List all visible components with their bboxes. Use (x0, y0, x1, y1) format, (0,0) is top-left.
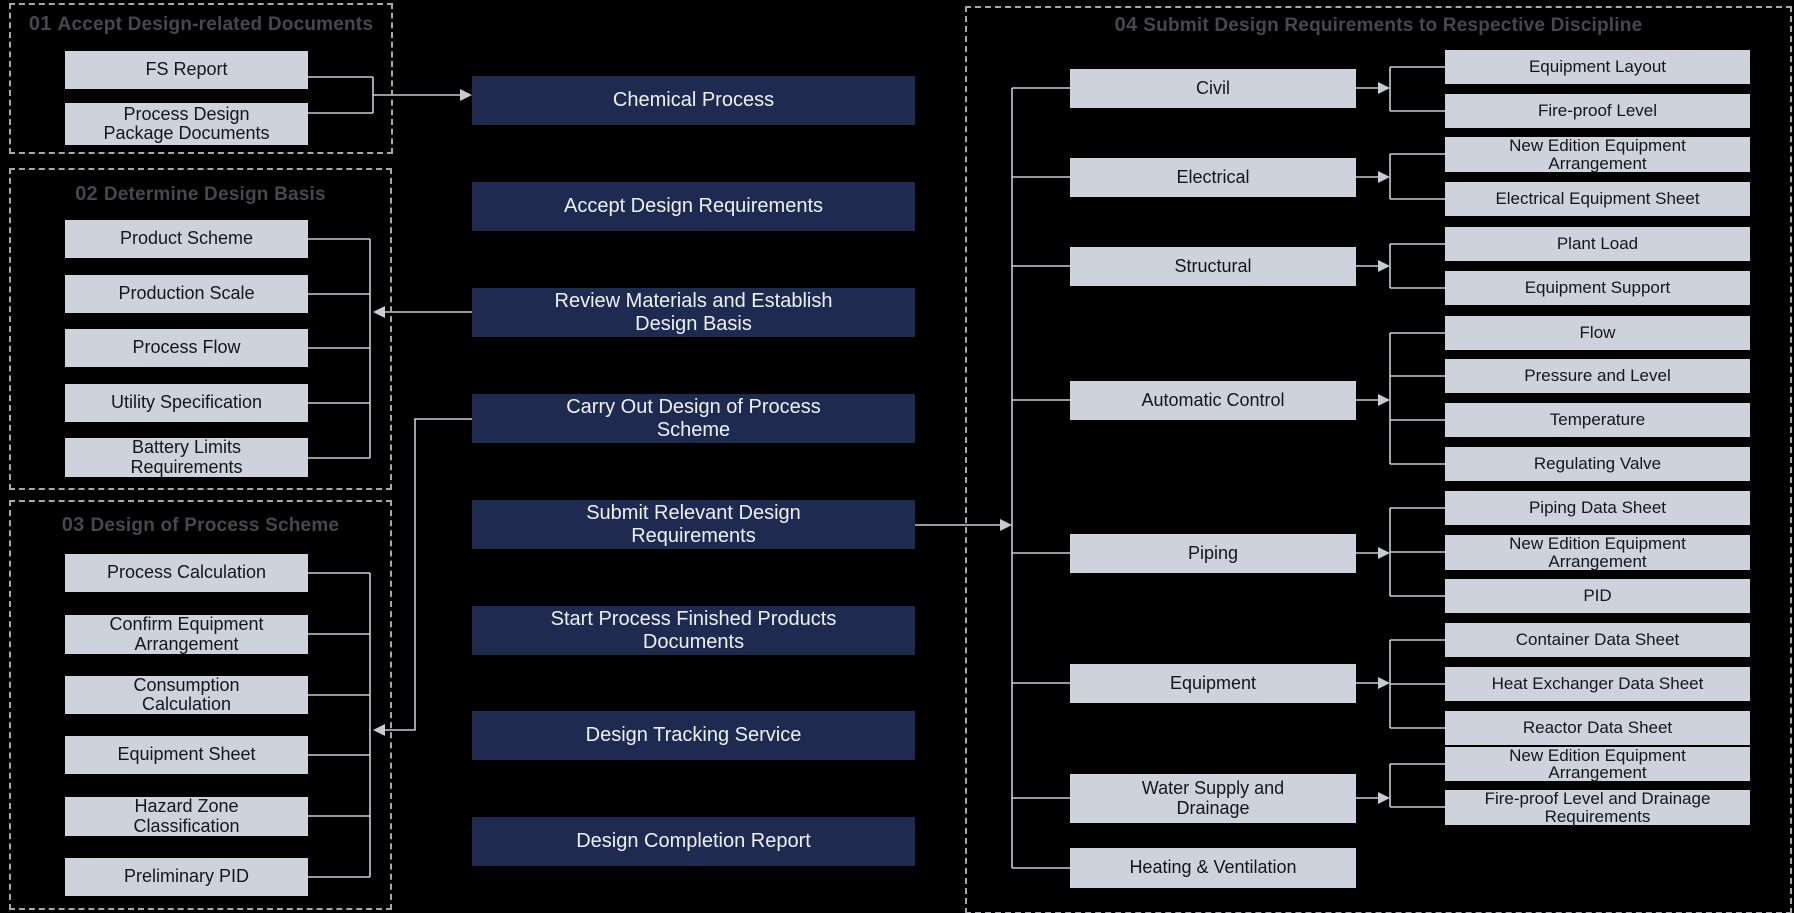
step-design-completion-report: Design Completion Report (472, 817, 915, 866)
output-reactor-data-sheet: Reactor Data Sheet (1445, 711, 1750, 745)
step-submit-relevant-design-requirements: Submit Relevant Design Requirements (472, 500, 915, 549)
output-new-edition-equipment-arrangement-electrical: New Edition Equipment Arrangement (1445, 137, 1750, 172)
step-accept-design-requirements: Accept Design Requirements (472, 182, 915, 231)
output-new-edition-equipment-arrangement-water: New Edition Equipment Arrangement (1445, 746, 1750, 781)
discipline-electrical: Electrical (1070, 158, 1356, 197)
output-new-edition-equipment-arrangement-piping: New Edition Equipment Arrangement (1445, 535, 1750, 570)
box-consumption-calculation: Consumption Calculation (65, 675, 308, 714)
group-03-title-text: Design of Process Scheme (90, 515, 340, 536)
output-equipment-layout: Equipment Layout (1445, 50, 1750, 84)
output-heat-exchanger-data-sheet: Heat Exchanger Data Sheet (1445, 667, 1750, 701)
output-container-data-sheet: Container Data Sheet (1445, 623, 1750, 657)
discipline-equipment: Equipment (1070, 664, 1356, 703)
output-temperature: Temperature (1445, 403, 1750, 437)
box-preliminary-pid: Preliminary PID (65, 858, 308, 896)
step-chemical-process: Chemical Process (472, 76, 915, 125)
discipline-automatic-control: Automatic Control (1070, 381, 1356, 420)
group01-merge-connector (308, 76, 472, 114)
group-02-title-text: Determine Design Basis (103, 184, 326, 205)
box-equipment-sheet: Equipment Sheet (65, 736, 308, 774)
civil-outputs-connector (1356, 66, 1445, 112)
group-02-number: 02 (75, 183, 98, 205)
box-fs-report: FS Report (65, 51, 308, 89)
discipline-structural: Structural (1070, 247, 1356, 286)
step-review-materials-establish-design-basis: Review Materials and Establish Design Ba… (472, 288, 915, 337)
electrical-outputs-connector (1356, 153, 1445, 200)
equipment-outputs-connector (1356, 639, 1445, 729)
output-equipment-support: Equipment Support (1445, 271, 1750, 305)
output-pressure-and-level: Pressure and Level (1445, 359, 1750, 393)
group-01-number: 01 (28, 13, 52, 35)
discipline-piping: Piping (1070, 534, 1356, 573)
group-01-title-text: Accept Design-related Documents (57, 14, 374, 35)
discipline-heating-and-ventilation: Heating & Ventilation (1070, 848, 1356, 888)
box-battery-limits-requirements: Battery Limits Requirements (65, 437, 308, 477)
automatic-control-outputs-connector (1356, 332, 1445, 465)
output-piping-data-sheet: Piping Data Sheet (1445, 491, 1750, 525)
discipline-civil: Civil (1070, 69, 1356, 108)
box-process-calculation: Process Calculation (65, 554, 308, 592)
output-pid: PID (1445, 579, 1750, 613)
group-03-number: 03 (61, 514, 85, 536)
discipline-water-supply-and-drainage: Water Supply and Drainage (1070, 774, 1356, 823)
box-product-scheme: Product Scheme (65, 220, 308, 258)
step-carry-out-design-of-process-scheme: Carry Out Design of Process Scheme (472, 394, 915, 443)
piping-outputs-connector (1356, 507, 1445, 597)
structural-outputs-connector (1356, 243, 1445, 289)
output-regulating-valve: Regulating Valve (1445, 447, 1750, 481)
output-fire-proof-level-and-drainage-requirements: Fire-proof Level and Drainage Requiremen… (1445, 790, 1750, 825)
output-fire-proof-level: Fire-proof Level (1445, 94, 1750, 128)
output-plant-load: Plant Load (1445, 227, 1750, 261)
output-electrical-equipment-sheet: Electrical Equipment Sheet (1445, 182, 1750, 216)
group-04-number: 04 (1114, 14, 1138, 36)
group03-spine-connector (308, 418, 472, 878)
step-design-tracking-service: Design Tracking Service (472, 711, 915, 760)
box-process-flow: Process Flow (65, 329, 308, 367)
box-process-design-package-documents: Process Design Package Documents (65, 103, 308, 145)
box-confirm-equipment-arrangement: Confirm Equipment Arrangement (65, 614, 308, 654)
box-utility-specification: Utility Specification (65, 384, 308, 422)
box-production-scale: Production Scale (65, 275, 308, 313)
step-start-process-finished-products-documents: Start Process Finished Products Document… (472, 606, 915, 655)
water-supply-outputs-connector (1356, 763, 1445, 808)
group02-spine-connector (308, 238, 472, 459)
group-04-title-text: Submit Design Requirements to Respective… (1143, 15, 1643, 36)
box-hazard-zone-classification: Hazard Zone Classification (65, 796, 308, 836)
output-flow: Flow (1445, 316, 1750, 350)
group04-spine-connector (915, 87, 1070, 869)
